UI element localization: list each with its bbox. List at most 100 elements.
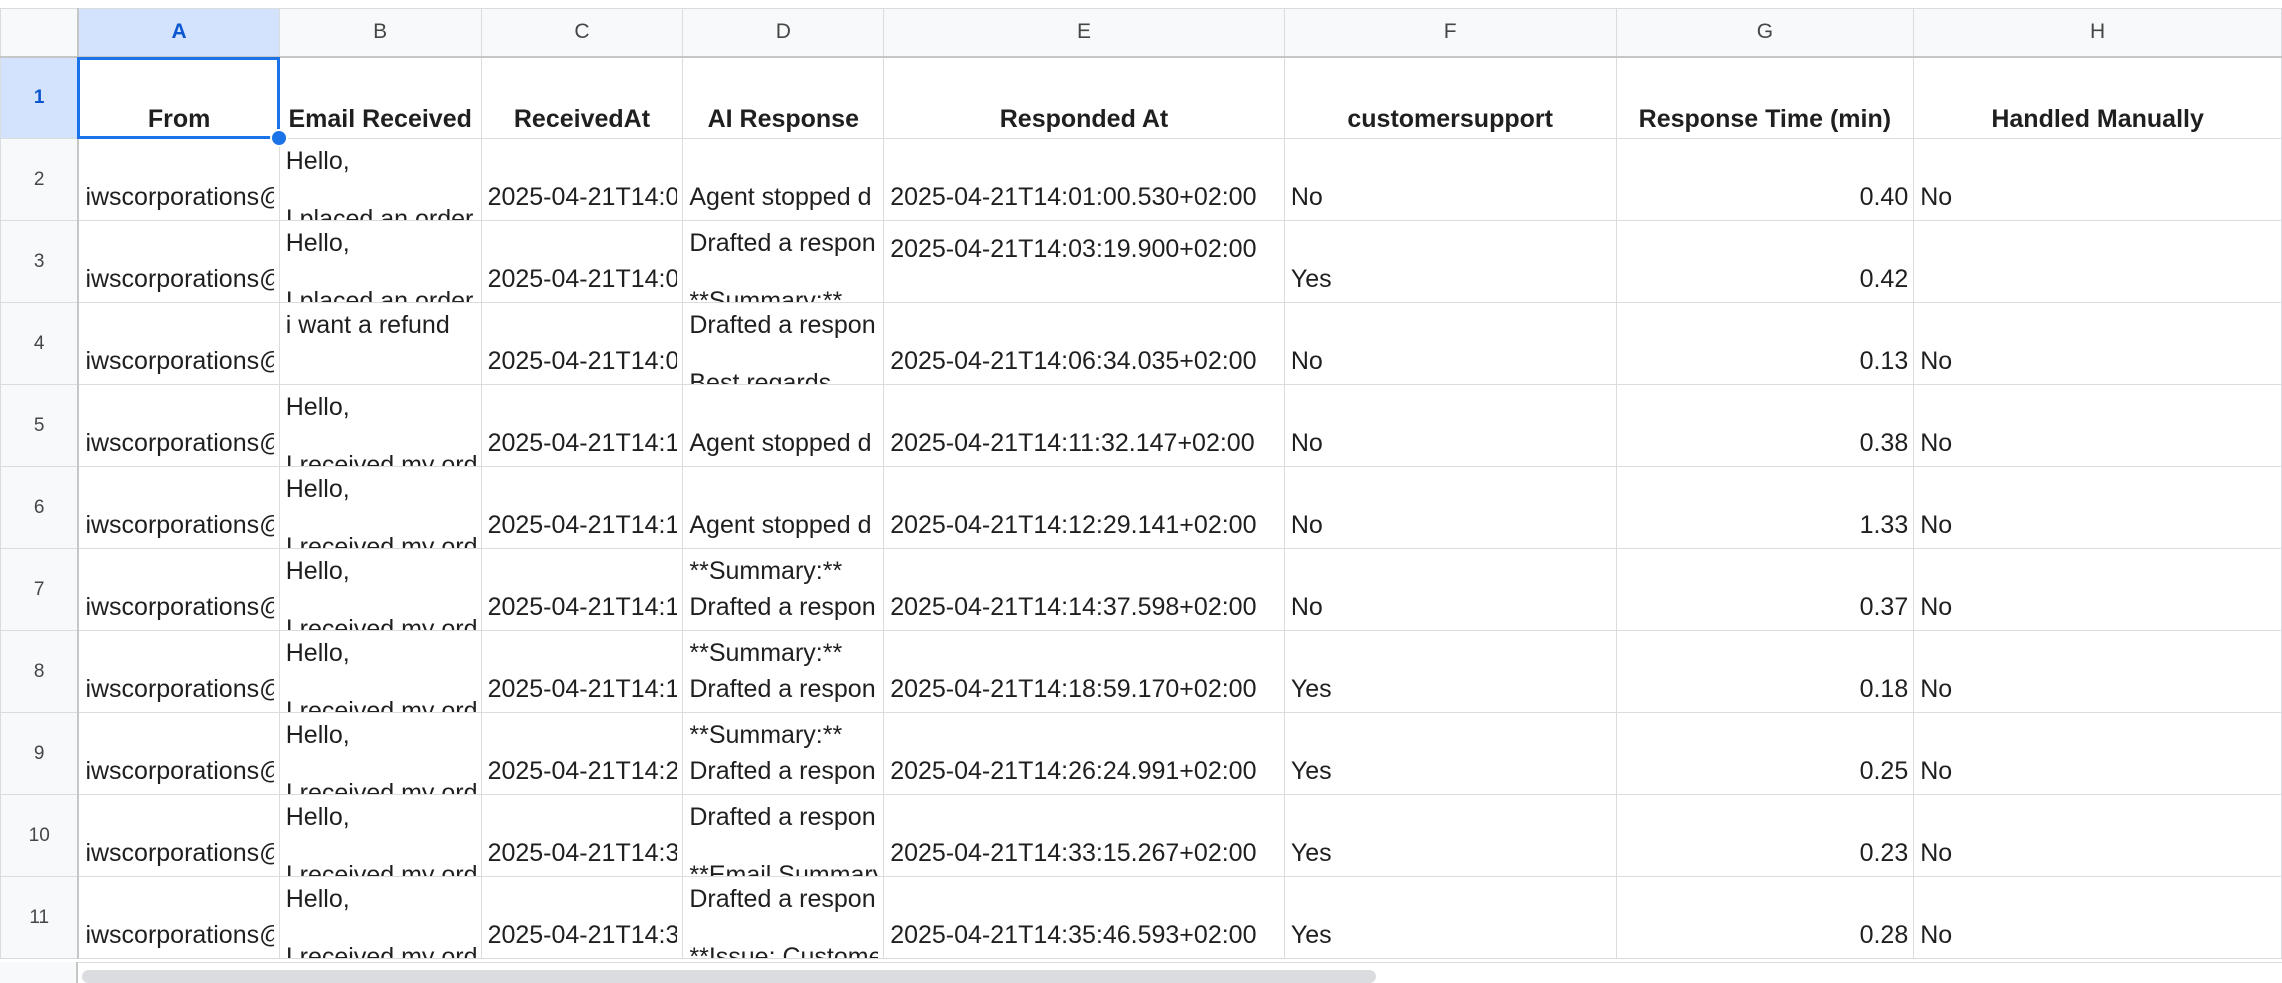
column-header-f[interactable]: F (1283, 8, 1617, 58)
cell-from[interactable]: iwscorporations@ (77, 794, 280, 877)
cell-a1[interactable]: From (77, 56, 280, 139)
cell-customersupport[interactable]: No (1283, 138, 1617, 221)
cell-response-time[interactable]: 0.18 (1615, 630, 1915, 713)
cell-received-at[interactable]: 2025-04-21T14:18 (480, 630, 684, 713)
cell-email-received[interactable]: Hello,I received my order (278, 630, 482, 713)
column-header-a[interactable]: A (77, 8, 280, 58)
cell-response-time[interactable]: 0.28 (1615, 876, 1915, 959)
row-header[interactable]: 10 (0, 794, 80, 877)
cell-received-at[interactable]: 2025-04-21T14:26 (480, 712, 684, 795)
cell-email-received[interactable]: Hello,I received my order (278, 384, 482, 467)
cell-handled-manually[interactable]: No (1913, 630, 2282, 713)
cell-responded-at[interactable]: 2025-04-21T14:01:00.530+02:00 (883, 138, 1285, 221)
cell-email-received[interactable]: Hello,I received my order (278, 794, 482, 877)
cell-from[interactable]: iwscorporations@ (77, 138, 280, 221)
cell-handled-manually[interactable]: No (1913, 384, 2282, 467)
cell-responded-at[interactable]: 2025-04-21T14:14:37.598+02:00 (883, 548, 1285, 631)
cell-handled-manually[interactable]: No (1913, 712, 2282, 795)
row-header[interactable]: 7 (0, 548, 80, 631)
cell-response-time[interactable]: 0.42 (1615, 220, 1915, 303)
row-header[interactable]: 2 (0, 138, 80, 221)
cell-received-at[interactable]: 2025-04-21T14:33 (480, 794, 684, 877)
row-header[interactable]: 5 (0, 384, 80, 467)
cell-response-time[interactable]: 0.13 (1615, 302, 1915, 385)
row-header[interactable]: 11 (0, 876, 80, 959)
cell-responded-at[interactable]: 2025-04-21T14:18:59.170+02:00 (883, 630, 1285, 713)
cell-responded-at[interactable]: 2025-04-21T14:33:15.267+02:00 (883, 794, 1285, 877)
cell-from[interactable]: iwscorporations@ (77, 384, 280, 467)
row-header[interactable]: 9 (0, 712, 80, 795)
cell-handled-manually[interactable]: No (1913, 466, 2282, 549)
cell-f1[interactable]: customersupport (1283, 56, 1617, 139)
cell-email-received[interactable]: i want a refund (278, 302, 482, 385)
cell-received-at[interactable]: 2025-04-21T14:35 (480, 876, 684, 959)
cell-customersupport[interactable]: Yes (1283, 876, 1617, 959)
cell-handled-manually[interactable]: No (1913, 876, 2282, 959)
cell-from[interactable]: iwscorporations@ (77, 548, 280, 631)
select-all-corner[interactable] (0, 8, 80, 58)
cell-handled-manually[interactable] (1913, 220, 2282, 303)
cell-customersupport[interactable]: No (1283, 466, 1617, 549)
sheet-table[interactable]: A B C D E F G H 1 From Email Received Re… (0, 8, 2282, 959)
cell-customersupport[interactable]: Yes (1283, 794, 1617, 877)
column-header-h[interactable]: H (1913, 8, 2282, 58)
cell-ai-response[interactable]: Agent stopped d (682, 466, 885, 549)
cell-customersupport[interactable]: No (1283, 384, 1617, 467)
column-header-d[interactable]: D (682, 8, 885, 58)
cell-ai-response[interactable]: Agent stopped d (682, 384, 885, 467)
cell-received-at[interactable]: 2025-04-21T14:14 (480, 548, 684, 631)
cell-b1[interactable]: Email Received (278, 56, 482, 139)
cell-d1[interactable]: AI Response (682, 56, 885, 139)
cell-from[interactable]: iwscorporations@ (77, 876, 280, 959)
cell-response-time[interactable]: 0.38 (1615, 384, 1915, 467)
cell-customersupport[interactable]: No (1283, 302, 1617, 385)
column-header-b[interactable]: B (278, 8, 482, 58)
cell-responded-at[interactable]: 2025-04-21T14:26:24.991+02:00 (883, 712, 1285, 795)
row-header[interactable]: 1 (0, 56, 80, 139)
cell-ai-response[interactable]: Drafted a respon**Summary:** (682, 220, 885, 303)
cell-responded-at[interactable]: 2025-04-21T14:06:34.035+02:00 (883, 302, 1285, 385)
cell-received-at[interactable]: 2025-04-21T14:12 (480, 466, 684, 549)
cell-ai-response[interactable]: **Summary:**Drafted a respon (682, 548, 885, 631)
cell-handled-manually[interactable]: No (1913, 548, 2282, 631)
cell-ai-response[interactable]: **Summary:**Drafted a respon (682, 630, 885, 713)
cell-handled-manually[interactable]: No (1913, 138, 2282, 221)
column-header-g[interactable]: G (1615, 8, 1915, 58)
cell-response-time[interactable]: 1.33 (1615, 466, 1915, 549)
cell-from[interactable]: iwscorporations@ (77, 302, 280, 385)
cell-customersupport[interactable]: Yes (1283, 712, 1617, 795)
cell-received-at[interactable]: 2025-04-21T14:01 (480, 138, 684, 221)
cell-customersupport[interactable]: Yes (1283, 220, 1617, 303)
row-header[interactable]: 6 (0, 466, 80, 549)
cell-responded-at[interactable]: 2025-04-21T14:11:32.147+02:00 (883, 384, 1285, 467)
cell-h1[interactable]: Handled Manually (1913, 56, 2282, 139)
cell-email-received[interactable]: Hello,I placed an order (278, 138, 482, 221)
cell-response-time[interactable]: 0.25 (1615, 712, 1915, 795)
cell-customersupport[interactable]: Yes (1283, 630, 1617, 713)
cell-response-time[interactable]: 0.40 (1615, 138, 1915, 221)
cell-ai-response[interactable]: **Summary:**Drafted a respon (682, 712, 885, 795)
fill-handle[interactable] (270, 129, 288, 147)
cell-responded-at[interactable]: 2025-04-21T14:03:19.900+02:00 (883, 220, 1285, 303)
cell-responded-at[interactable]: 2025-04-21T14:12:29.141+02:00 (883, 466, 1285, 549)
column-header-c[interactable]: C (480, 8, 684, 58)
cell-from[interactable]: iwscorporations@ (77, 220, 280, 303)
cell-e1[interactable]: Responded At (883, 56, 1285, 139)
cell-ai-response[interactable]: Drafted a respon**Email Summary (682, 794, 885, 877)
row-header[interactable]: 4 (0, 302, 80, 385)
cell-response-time[interactable]: 0.23 (1615, 794, 1915, 877)
cell-g1[interactable]: Response Time (min) (1615, 56, 1915, 139)
cell-from[interactable]: iwscorporations@ (77, 630, 280, 713)
cell-email-received[interactable]: Hello,I received my order (278, 712, 482, 795)
cell-ai-response[interactable]: Drafted a respon**Issue: Custome (682, 876, 885, 959)
cell-received-at[interactable]: 2025-04-21T14:11 (480, 384, 684, 467)
cell-handled-manually[interactable]: No (1913, 302, 2282, 385)
horizontal-scrollbar-thumb[interactable] (82, 970, 1376, 983)
cell-responded-at[interactable]: 2025-04-21T14:35:46.593+02:00 (883, 876, 1285, 959)
cell-response-time[interactable]: 0.37 (1615, 548, 1915, 631)
row-header[interactable]: 8 (0, 630, 80, 713)
cell-received-at[interactable]: 2025-04-21T14:06 (480, 302, 684, 385)
cell-email-received[interactable]: Hello,I received my order (278, 548, 482, 631)
